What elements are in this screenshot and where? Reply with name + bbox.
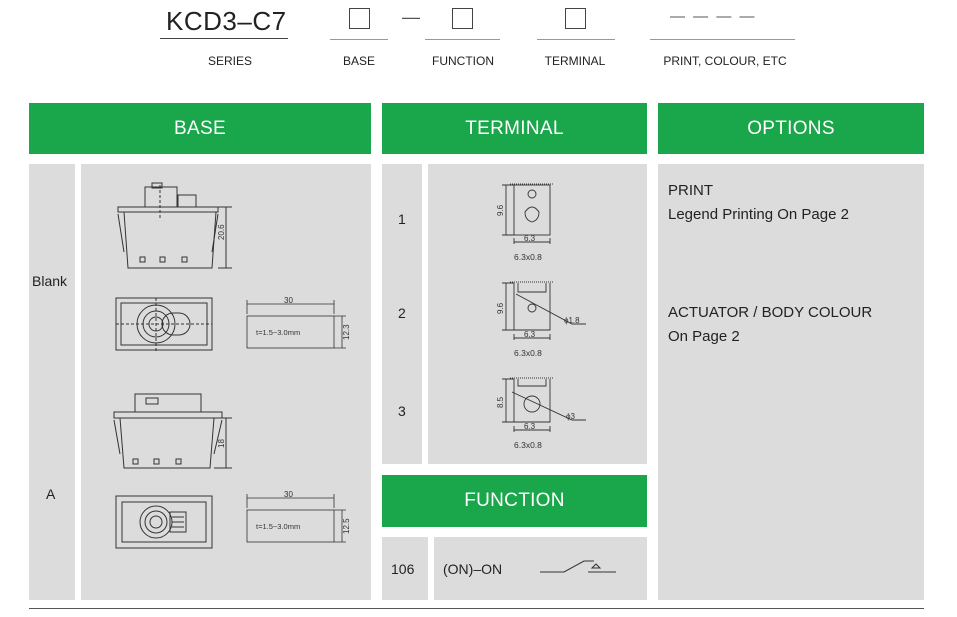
series-underline bbox=[160, 38, 288, 39]
terminal-1-drawing: 9.6 6.3 6.3x0.8 bbox=[496, 183, 554, 262]
function-header: FUNCTION bbox=[382, 475, 647, 527]
base-blank-cutout-drawing: 30 t=1.5~3.0mm 12.3 bbox=[246, 296, 351, 349]
function-switch-symbol bbox=[540, 560, 616, 573]
base-box bbox=[349, 8, 370, 29]
base-row-blank-label: Blank bbox=[32, 273, 68, 289]
base-header: BASE bbox=[29, 103, 371, 154]
options-print-text: Legend Printing On Page 2 bbox=[668, 206, 849, 223]
print-underline bbox=[650, 39, 795, 40]
base-a-thickness: t=1.5~3.0mm bbox=[256, 522, 300, 531]
base-blank-height-dim: 20.6 bbox=[217, 224, 226, 240]
terminal-3-number: 3 bbox=[398, 403, 406, 419]
base-a-top-drawing bbox=[115, 495, 213, 549]
base-blank-depth-dim: 12.3 bbox=[342, 324, 351, 340]
base-blank-thickness: t=1.5~3.0mm bbox=[256, 328, 300, 337]
terminal-1-width: 6.3 bbox=[524, 234, 536, 243]
base-row-a-label: A bbox=[46, 486, 56, 502]
terminal-2-size: 6.3x0.8 bbox=[514, 348, 542, 358]
base-blank-side-drawing: 20.6 bbox=[117, 182, 232, 269]
terminal-3-width: 6.3 bbox=[524, 422, 536, 431]
options-print-title: PRINT bbox=[668, 182, 713, 199]
options-panel bbox=[658, 164, 924, 600]
terminal-label: TERMINAL bbox=[544, 54, 606, 68]
print-dashes: — — — — bbox=[670, 8, 757, 25]
base-blank-top-drawing bbox=[115, 297, 213, 352]
terminal-2-hole: ϕ1.8 bbox=[564, 316, 580, 325]
print-label: PRINT, COLOUR, ETC bbox=[663, 54, 787, 68]
terminal-box bbox=[565, 8, 586, 29]
separator-dash: — bbox=[402, 7, 420, 27]
bottom-divider bbox=[29, 608, 924, 609]
series-code: KCD3–C7 bbox=[166, 6, 287, 36]
function-label: FUNCTION bbox=[432, 54, 494, 68]
terminal-2-number: 2 bbox=[398, 305, 406, 321]
terminal-3-size: 6.3x0.8 bbox=[514, 440, 542, 450]
terminal-1-number: 1 bbox=[398, 211, 406, 227]
base-a-width-dim: 30 bbox=[284, 490, 293, 499]
terminal-2-height: 9.6 bbox=[496, 302, 505, 314]
base-a-side-drawing: 18 bbox=[113, 393, 232, 469]
terminal-3-drawing: 8.5 ϕ3 6.3 6.3x0.8 bbox=[496, 377, 586, 450]
base-underline bbox=[330, 39, 388, 40]
options-colour-text: On Page 2 bbox=[668, 328, 740, 345]
terminal-number-column bbox=[382, 164, 422, 464]
terminal-header: TERMINAL bbox=[382, 103, 647, 154]
terminal-underline bbox=[537, 39, 615, 40]
base-a-depth-dim: 12.5 bbox=[342, 518, 351, 534]
function-underline bbox=[425, 39, 500, 40]
terminal-2-drawing: 9.6 ϕ1.8 6.3 6.3x0.8 bbox=[496, 281, 586, 358]
base-label: BASE bbox=[342, 54, 375, 68]
base-blank-width-dim: 30 bbox=[284, 296, 293, 305]
terminal-2-width: 6.3 bbox=[524, 330, 536, 339]
base-a-cutout-drawing: 30 t=1.5~3.0mm 12.5 bbox=[246, 490, 351, 543]
terminal-drawing-panel bbox=[428, 164, 647, 464]
terminal-1-height: 9.6 bbox=[496, 204, 505, 216]
terminal-3-height: 8.5 bbox=[496, 396, 505, 408]
function-name: (ON)–ON bbox=[443, 561, 503, 577]
function-code: 106 bbox=[391, 561, 415, 577]
series-label: SERIES bbox=[207, 54, 252, 68]
options-colour-title: ACTUATOR / BODY COLOUR bbox=[668, 304, 873, 321]
terminal-3-hole: ϕ3 bbox=[566, 412, 575, 421]
options-header: OPTIONS bbox=[658, 103, 924, 154]
base-label-column bbox=[29, 164, 75, 600]
function-name-cell bbox=[434, 537, 647, 600]
function-box bbox=[452, 8, 473, 29]
terminal-1-size: 6.3x0.8 bbox=[514, 252, 542, 262]
function-code-cell bbox=[382, 537, 428, 600]
base-a-height-dim: 18 bbox=[217, 439, 226, 448]
